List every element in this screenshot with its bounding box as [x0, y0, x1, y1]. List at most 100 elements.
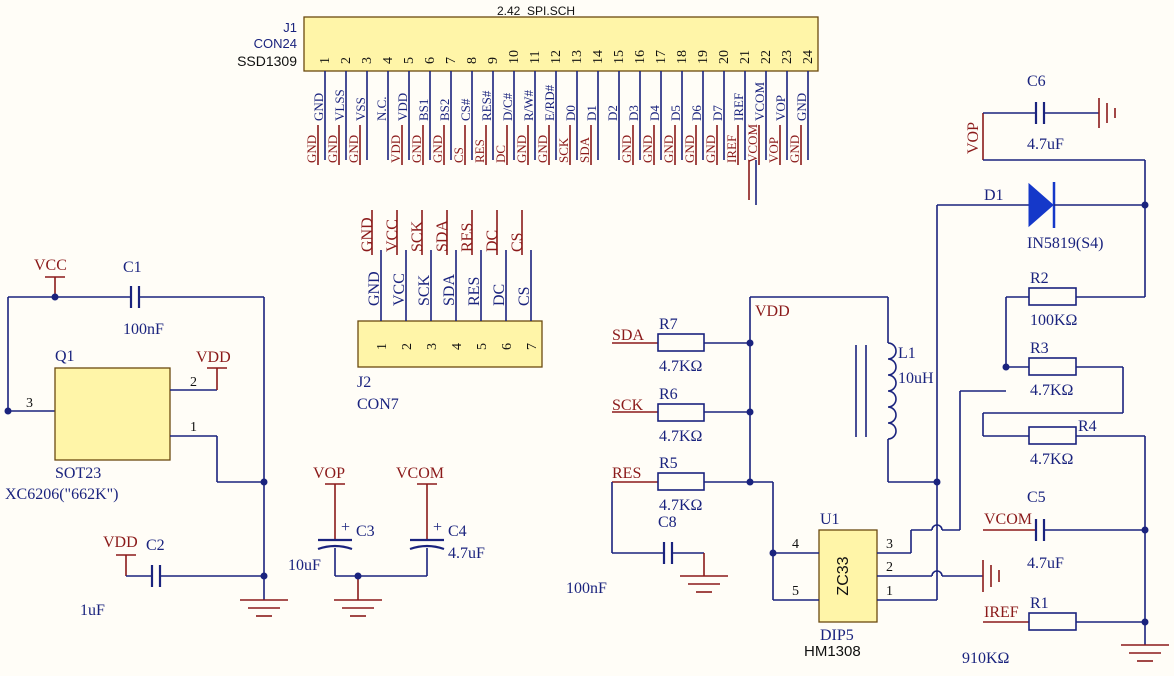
j2-ref: J2	[357, 374, 371, 391]
r3-body	[1028, 357, 1077, 376]
j1-pin-number: 15	[612, 50, 627, 64]
j1-pin-name: D3	[626, 105, 641, 121]
j1-net-name: VCOM	[745, 124, 760, 163]
net-vop-c3: VOP	[313, 465, 345, 482]
j1-net-name: RES	[472, 139, 487, 163]
net-vcom-c4: VCOM	[396, 465, 444, 482]
r6-ref: R6	[659, 386, 678, 403]
net-vcom-c5: VCOM	[984, 511, 1032, 528]
l1-coil	[887, 342, 897, 440]
j1-pin-name: D6	[689, 105, 704, 121]
j1-pin-name: D4	[647, 105, 662, 121]
r3-value: 4.7KΩ	[1030, 382, 1074, 399]
l1-value: 10uH	[898, 370, 934, 387]
j1-net-name: SCK	[556, 137, 571, 163]
j1-pin-name: VOP	[773, 95, 788, 121]
j1-pin-name: N.C.	[374, 96, 389, 121]
j1-pin-number: 6	[423, 57, 438, 64]
c4-ref: C4	[448, 523, 467, 540]
j1-pin-name: BS2	[437, 99, 452, 121]
j1-net-name: SDA	[577, 136, 592, 163]
c2-ref: C2	[146, 537, 165, 554]
net-vdd-c2: VDD	[103, 534, 138, 551]
j1-pin-number: 5	[402, 57, 417, 64]
j1-pin-name: GND	[794, 93, 809, 121]
j2-pin-number: 2	[400, 343, 415, 350]
r5-ref: R5	[659, 455, 678, 472]
j1-pin-number: 17	[654, 50, 669, 64]
j1-pin-name: CS#	[458, 98, 473, 121]
c3-ref: C3	[356, 523, 375, 540]
d1-value: IN5819(S4)	[1027, 235, 1103, 252]
j1-pin-number: 1	[318, 57, 333, 64]
c1-value: 100nF	[123, 321, 164, 338]
j2-pin-name: SCK	[416, 274, 433, 306]
j1-pin-name: D/C#	[500, 92, 515, 121]
j1-net-name: GND	[325, 135, 340, 163]
j1-pin-number: 16	[633, 50, 648, 64]
net-vop-c6: VOP	[965, 122, 982, 154]
j1-pin-number: 8	[465, 57, 480, 64]
r1-value: 910KΩ	[962, 650, 1010, 667]
c1-ref: C1	[123, 259, 142, 276]
j1-net-name: GND	[640, 135, 655, 163]
j1-pin-number: 7	[444, 57, 459, 64]
r7-body	[657, 333, 705, 352]
r2-body	[1028, 287, 1077, 306]
j1-net-name: GND	[430, 135, 445, 163]
q1-body	[54, 367, 171, 461]
u1-pin4-label: 4	[792, 537, 799, 552]
j1-pin-number: 3	[360, 57, 375, 64]
j1-net-name: GND	[535, 135, 550, 163]
j2-pin-number: 3	[425, 343, 440, 350]
r7-ref: R7	[659, 316, 678, 333]
sheet-title: 2.42_SPI.SCH	[497, 4, 575, 18]
j1-pin-name: E/RD#	[542, 84, 557, 121]
j1-pin-name: VCOM	[752, 82, 767, 121]
j2-pin-number: 4	[450, 343, 465, 350]
c5-ref: C5	[1027, 489, 1046, 506]
u1-pin3-label: 3	[886, 537, 893, 552]
net-vcc-label: VCC	[34, 257, 67, 274]
c4-plus: +	[433, 519, 442, 536]
r2-ref: R2	[1030, 270, 1049, 287]
net-sda: SDA	[612, 327, 644, 344]
d1-ref: D1	[984, 187, 1004, 204]
j1-pin-number: 14	[591, 50, 606, 64]
d1-diode-symbol	[1028, 182, 1054, 228]
r2-value: 100KΩ	[1030, 312, 1078, 329]
q1-pin3-label: 3	[26, 396, 33, 411]
j2-pin-name: DC	[491, 284, 508, 306]
j2-pin-number: 1	[375, 343, 390, 350]
r5-value: 4.7KΩ	[659, 497, 703, 514]
r6-body	[657, 403, 705, 422]
c2-value: 1uF	[80, 602, 105, 619]
j1-pin-name: VSS	[353, 97, 368, 121]
j1-net-name: GND	[682, 135, 697, 163]
j1-pin-name: IREF	[731, 93, 746, 121]
j1-ref: J1	[283, 20, 297, 35]
u1-pin1-label: 1	[886, 584, 893, 599]
u1-body	[818, 529, 878, 623]
c3-value: 10uF	[288, 557, 321, 574]
j2-connector-body	[357, 320, 543, 368]
q1-package: SOT23	[55, 465, 101, 482]
c8-ref: C8	[658, 514, 677, 531]
q1-pin2-label: 2	[190, 375, 197, 390]
j2-net-name: SDA	[434, 220, 451, 252]
j2-net-name: VCC	[384, 219, 401, 252]
net-vdd-rail: VDD	[755, 303, 790, 320]
j2-net-name: DC	[484, 230, 501, 252]
j1-name: SSD1309	[237, 53, 297, 69]
j1-net-name: VDD	[388, 135, 403, 163]
j1-pin-number: 18	[675, 50, 690, 64]
j2-pin-name: SDA	[441, 274, 458, 306]
j1-pin-number: 12	[549, 50, 564, 64]
r7-value: 4.7KΩ	[659, 358, 703, 375]
c4-value: 4.7uF	[448, 545, 485, 562]
booster-section: VDD SDA R7 4.7KΩ SCK R6 4.7KΩ RES R5 4.7…	[566, 73, 1169, 667]
j1-pin-number: 19	[696, 50, 711, 64]
j1-net-name: GND	[703, 135, 718, 163]
r6-value: 4.7KΩ	[659, 428, 703, 445]
j1-pin-number: 23	[780, 50, 795, 64]
